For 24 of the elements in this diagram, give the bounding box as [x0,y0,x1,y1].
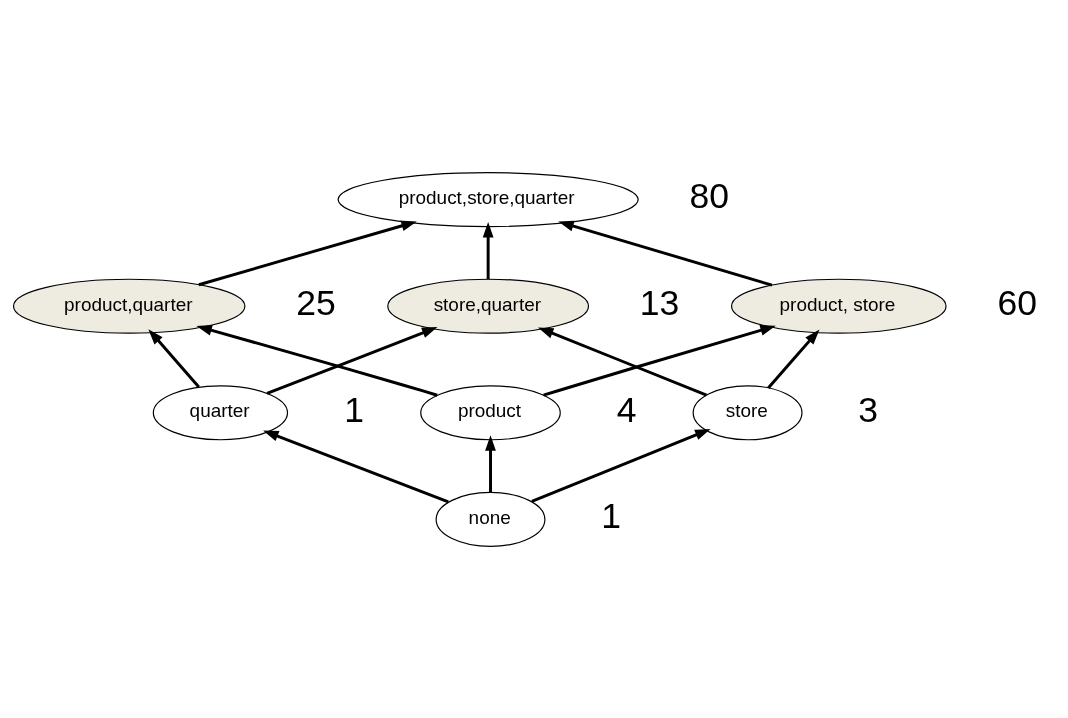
node-label: 1 [344,389,364,430]
arrow [148,328,200,388]
arrow [537,326,708,396]
arrow [485,434,496,492]
arrow [531,428,711,503]
arrow [266,326,438,395]
arrow [196,324,438,397]
node-ellipse: product [420,384,561,440]
arrow [543,324,776,397]
arrow [558,220,773,287]
node-ellipse: product,store,quarter [337,171,639,227]
node-label: 25 [296,282,336,323]
node-label: 3 [858,389,879,430]
node-label: 80 [689,175,730,216]
arrow [767,328,820,389]
node-label: 1 [601,495,622,536]
node-ellipse: none [435,491,546,547]
node-ellipse: store,quarter [387,278,590,334]
node-label: 4 [616,389,637,430]
arrow [198,220,417,286]
arrow [482,221,494,279]
node-label: 60 [997,282,1038,323]
node-label: 13 [639,282,680,323]
arrow [263,429,449,503]
